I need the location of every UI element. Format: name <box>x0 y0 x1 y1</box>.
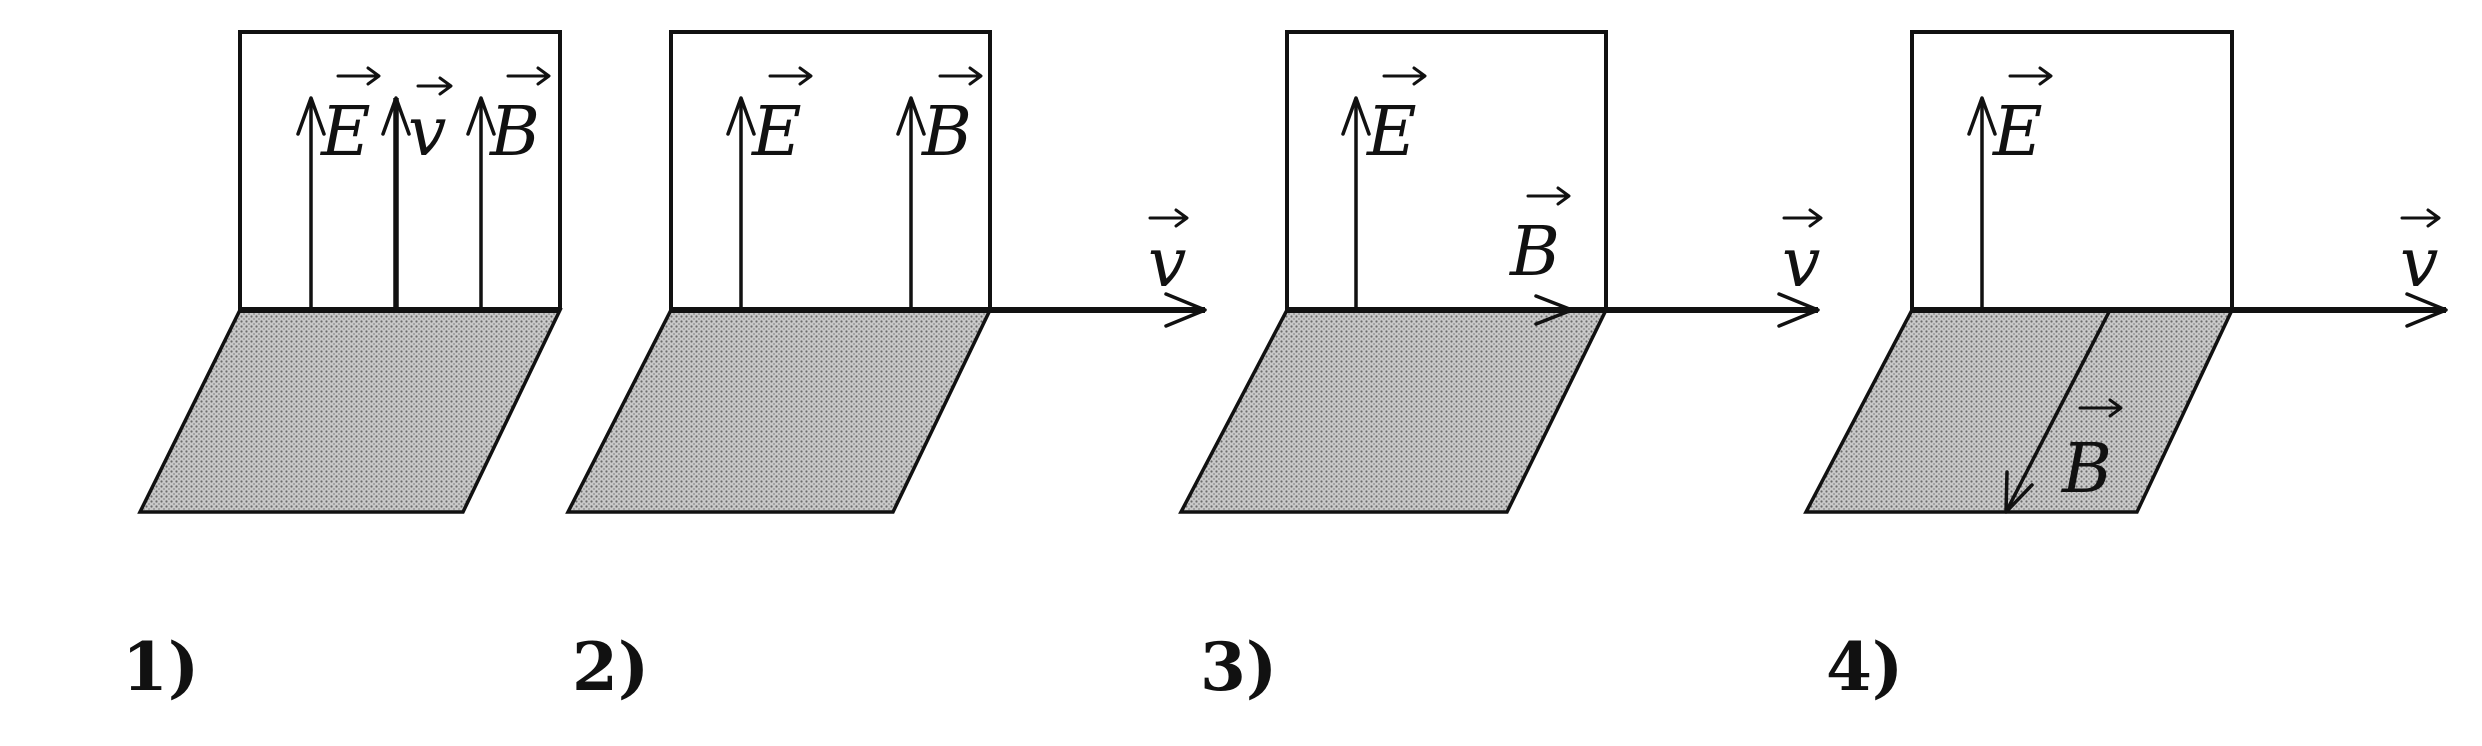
svg-text:v: v <box>2400 224 2438 303</box>
v-symbol: v <box>408 76 453 172</box>
e-symbol: E <box>319 66 381 172</box>
panel-label: 4) <box>1826 628 1903 706</box>
panel-label: 1) <box>122 628 199 706</box>
b-vector <box>2004 309 2112 514</box>
panel-4: E B v 4) <box>1803 30 2448 706</box>
panel-label: 3) <box>1200 628 1277 706</box>
e-vector <box>726 96 756 310</box>
svg-text:E: E <box>1365 93 1417 172</box>
svg-text:E: E <box>319 93 371 172</box>
b-vector <box>466 96 496 310</box>
e-vector <box>1967 96 1997 310</box>
v-symbol: v <box>1782 208 1823 303</box>
frame <box>1910 30 2234 310</box>
plate <box>1178 308 1609 514</box>
frame <box>238 30 562 310</box>
svg-text:E: E <box>1991 93 2043 172</box>
b-symbol: B <box>1508 186 1571 292</box>
v-vector <box>1912 292 2448 328</box>
panel-3: E B v 3) <box>1178 30 1823 706</box>
b-vector <box>896 96 926 310</box>
v-vector <box>671 292 1207 328</box>
svg-text:B: B <box>920 93 972 172</box>
plate <box>565 308 993 514</box>
b-symbol: B <box>2060 398 2123 509</box>
panel-2: E B v 2) <box>565 30 1207 706</box>
e-symbol: E <box>750 66 813 172</box>
svg-text:v: v <box>1782 224 1820 303</box>
v-vector <box>381 96 411 310</box>
v-symbol: v <box>1148 208 1189 303</box>
frame <box>1285 30 1608 310</box>
panel-1: E v B 1) <box>122 30 563 706</box>
frame <box>669 30 992 310</box>
v-symbol: v <box>2400 208 2441 303</box>
plate <box>137 308 563 514</box>
e-vector <box>296 96 326 310</box>
svg-text:B: B <box>488 93 540 172</box>
e-vector <box>1341 96 1371 310</box>
svg-text:v: v <box>1148 224 1186 303</box>
e-symbol: E <box>1991 66 2053 172</box>
svg-text:E: E <box>750 93 802 172</box>
b-symbol: B <box>488 66 551 172</box>
panel-label: 2) <box>572 628 649 706</box>
b-vector <box>1360 294 1574 326</box>
plate <box>1803 308 2235 514</box>
svg-text:v: v <box>408 93 446 172</box>
b-symbol: B <box>920 66 983 172</box>
svg-text:B: B <box>2060 430 2112 509</box>
svg-text:B: B <box>1508 213 1560 292</box>
e-symbol: E <box>1365 66 1427 172</box>
